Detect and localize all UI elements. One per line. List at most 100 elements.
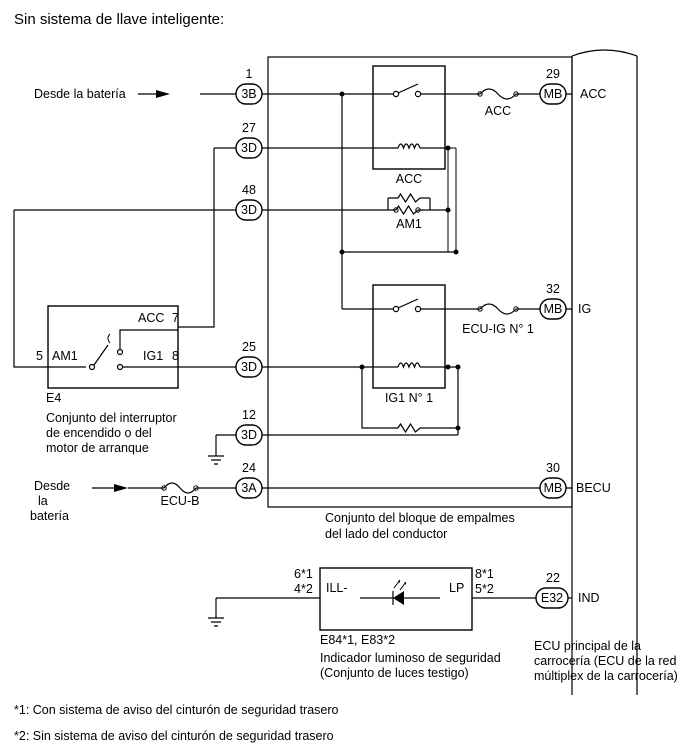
ecu-terminal-ind: IND — [578, 591, 600, 605]
ig1-relay — [372, 284, 446, 389]
junction-dot — [455, 425, 461, 431]
pin-number: 32 — [546, 282, 560, 296]
ig1-resistor-icon — [397, 422, 421, 434]
connector-3d-27: 3D — [235, 137, 263, 159]
footnote-1: *1: Con sistema de aviso del cinturón de… — [14, 703, 339, 717]
fuse-terminal — [477, 306, 483, 312]
connector-3a: 3A — [235, 477, 263, 499]
relay-contact — [392, 305, 400, 313]
ig1-relay-coil-icon — [397, 362, 421, 369]
wire-switch-am1 — [13, 210, 48, 368]
fuse-terminal — [477, 91, 483, 97]
fuse-terminal — [513, 91, 519, 97]
switch-name-line1: Conjunto del interruptor — [46, 411, 177, 425]
resistor-label-am1: AM1 — [396, 217, 422, 231]
indicator-pin-right-1: 8*1 — [475, 567, 494, 581]
pin-number: 48 — [242, 183, 256, 197]
svg-text:3D: 3D — [241, 360, 257, 374]
relay-contact — [414, 305, 422, 313]
acc-fuse-icon — [479, 88, 517, 100]
ecu-terminal-becu: BECU — [576, 481, 611, 495]
indicator-name: Indicador luminoso de seguridad — [320, 651, 501, 665]
ig1-relay-switch-blade — [397, 298, 419, 309]
switch-blade — [93, 344, 109, 366]
label-bateria: batería — [30, 509, 69, 523]
svg-text:3D: 3D — [241, 203, 257, 217]
ecu-ig-fuse-icon — [479, 303, 517, 315]
pin-number: 1 — [246, 67, 253, 81]
ecu-terminal-ig: IG — [578, 302, 591, 316]
pin-number: 25 — [242, 340, 256, 354]
ground-symbol-2 — [208, 617, 224, 627]
ecu-name-line3: múltiplex de la carrocería) — [534, 669, 678, 683]
connector-e32: E32 — [535, 587, 569, 609]
label-from-battery: Desde la batería — [34, 87, 126, 101]
label-desde: Desde — [34, 479, 70, 493]
connector-3d-25: 3D — [235, 356, 263, 378]
pin-number: 27 — [242, 121, 256, 135]
indicator-pin-left-2: 4*2 — [294, 582, 313, 596]
fuse-label-acc: ACC — [485, 104, 511, 118]
acc-relay — [372, 65, 446, 170]
connector-mb-ig: MB — [539, 298, 567, 320]
label-la: la — [38, 494, 48, 508]
svg-text:MB: MB — [544, 302, 563, 316]
switch-name-line2: de encendido o del — [46, 426, 152, 440]
switch-terminal-am1: AM1 — [52, 349, 78, 363]
ecu-stubs — [566, 93, 572, 599]
footnote-2: *2: Sin sistema de aviso del cinturón de… — [14, 729, 334, 743]
indicator-terminal-ill: ILL- — [326, 581, 348, 595]
junction-dot — [453, 249, 459, 255]
fuse-terminal — [193, 485, 199, 491]
switch-code: E4 — [46, 391, 61, 405]
switch-contact — [88, 363, 96, 371]
am1-resistor-icon — [395, 204, 419, 216]
am1-resistor-terminal — [415, 207, 421, 213]
junction-block-name-line1: Conjunto del bloque de empalmes — [325, 511, 515, 525]
svg-text:3D: 3D — [241, 428, 257, 442]
led-ray-heads — [398, 580, 406, 585]
pin-number: 12 — [242, 408, 256, 422]
switch-name-line3: motor de arranque — [46, 441, 149, 455]
switch-acc-lead — [119, 329, 178, 350]
junction-dot — [445, 364, 451, 370]
junction-dot — [339, 249, 345, 255]
acc-relay-coil-icon — [397, 143, 421, 150]
svg-text:E32: E32 — [541, 591, 563, 605]
indicator-terminal-lp: LP — [449, 581, 464, 595]
indicator-pin-right-2: 5*2 — [475, 582, 494, 596]
wire-switch-acc — [178, 148, 215, 328]
am1-resistor-terminal — [393, 207, 399, 213]
switch-terminal-acc: ACC — [138, 311, 164, 325]
acc-relay-switch-blade — [397, 83, 419, 94]
acc-resistor-bridge — [387, 198, 431, 210]
battery-arrow-1 — [156, 90, 170, 98]
indicator-pin-left-1: 6*1 — [294, 567, 313, 581]
connector-mb-acc: MB — [539, 83, 567, 105]
connector-mb-becu: MB — [539, 477, 567, 499]
fuse-label-ecu-b: ECU-B — [161, 494, 200, 508]
svg-text:3A: 3A — [241, 481, 257, 495]
junction-dot — [339, 91, 345, 97]
wire-ig1-resistor — [361, 367, 458, 429]
wire-acc-coil-down — [447, 148, 457, 252]
diagram-title: Sin sistema de llave inteligente: — [14, 11, 224, 28]
connector-3b: 3B — [235, 83, 263, 105]
fuse-terminal — [161, 485, 167, 491]
indicator-code: E84*1, E83*2 — [320, 633, 395, 647]
junction-dot — [445, 207, 451, 213]
fuse-terminal — [513, 306, 519, 312]
switch-pin-7: 7 — [172, 311, 179, 325]
svg-text:MB: MB — [544, 481, 563, 495]
battery-arrow-2 — [114, 484, 128, 492]
indicator-subname: (Conjunto de luces testigo) — [320, 666, 469, 680]
switch-pin-8: 8 — [172, 349, 179, 363]
acc-resistor-icon — [397, 192, 421, 204]
pin-number: 30 — [546, 461, 560, 475]
relay-contact — [414, 90, 422, 98]
led-icon — [393, 591, 404, 605]
ecu-name-line1: ECU principal de la — [534, 639, 641, 653]
junction-block-outline — [267, 56, 573, 508]
